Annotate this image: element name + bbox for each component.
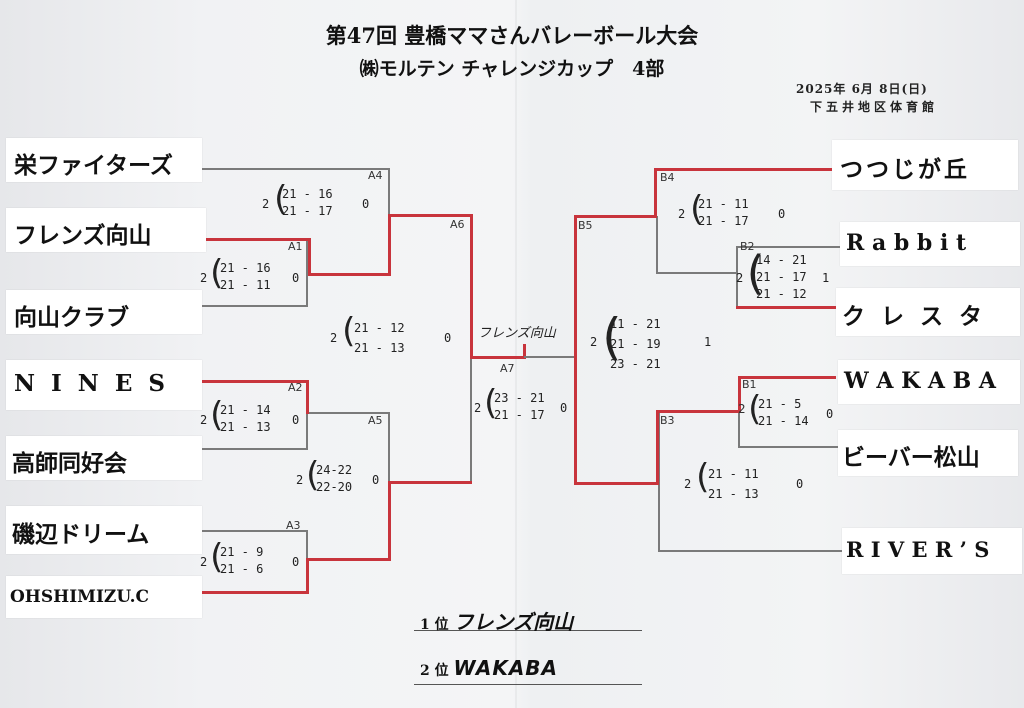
rank-underline [414, 630, 642, 631]
match-label-a3: A3 [286, 519, 301, 532]
bracket-line [658, 412, 660, 552]
bracket-line [656, 216, 658, 274]
winner-path [738, 376, 741, 413]
winner-path [390, 481, 472, 484]
winner-path [736, 306, 836, 309]
team-label: 磯辺ドリーム [6, 506, 202, 554]
rank-underline [414, 684, 642, 685]
winner-path [656, 168, 832, 171]
team-label: フレンズ向山 [6, 208, 206, 252]
final-winner-label: フレンズ向山 [478, 326, 556, 341]
bracket-line [736, 246, 738, 306]
winner-path [308, 238, 311, 276]
bracket-line [736, 246, 840, 248]
match-label-b1: B1 [742, 378, 757, 391]
bracket-line [658, 550, 842, 552]
bracket-line [308, 412, 390, 414]
winner-path [202, 380, 308, 383]
winner-path [388, 481, 391, 561]
bracket-line [738, 392, 740, 448]
match-label-a4: A4 [368, 169, 383, 182]
winner-path [574, 482, 658, 485]
winner-path [306, 558, 309, 594]
winner-path [523, 344, 526, 358]
winner-path [738, 376, 836, 379]
team-label: 高師同好会 [6, 436, 202, 480]
bracket-line [524, 356, 576, 358]
winner-path [470, 356, 526, 359]
match-label-b4: B4 [660, 171, 675, 184]
winner-path [574, 215, 577, 485]
tournament-subtitle: ㈱モルテン チャレンジカップ 4部 [359, 58, 665, 80]
winner-path [202, 591, 308, 594]
event-date: 2025年 6月 8日(日) [796, 82, 928, 96]
bracket-line [202, 305, 308, 307]
tournament-title: 第47回 豊橋ママさんバレーボール大会 [325, 23, 699, 48]
team-label: つつじが丘 [832, 140, 1018, 190]
team-label: 向山クラブ [6, 290, 202, 334]
score-b1-win: 2 [738, 402, 746, 416]
bracket-line [388, 412, 390, 484]
bracket-line [656, 272, 738, 274]
bracket-line [388, 168, 390, 218]
team-label: W A K A B A [838, 360, 1020, 404]
bracket-line [202, 168, 390, 170]
match-label-a6: A6 [450, 218, 465, 231]
team-label: R I V E R ’ S [842, 528, 1022, 574]
match-label-b5: B5 [578, 219, 593, 232]
winner-path [206, 238, 310, 241]
team-label: ビーバー松山 [838, 430, 1018, 476]
bracket-line [306, 530, 308, 562]
winner-path [656, 410, 740, 413]
bracket-line [306, 240, 308, 306]
match-label-a1: A1 [288, 240, 303, 253]
bracket-line [470, 356, 472, 484]
winner-path [576, 215, 656, 218]
winner-path [388, 214, 472, 217]
bracket-line [202, 530, 308, 532]
bracket-line [738, 446, 838, 448]
event-venue: 下五井地区体育館 [810, 100, 939, 114]
winner-path [306, 380, 309, 414]
winner-path [388, 214, 391, 276]
second-place: 2 位 WAKABA [420, 656, 559, 680]
winner-path [470, 214, 473, 358]
bracket-line [306, 392, 308, 450]
team-label: 栄ファイターズ [6, 138, 202, 182]
bracket-line [202, 448, 308, 450]
team-label: N I N E S [6, 360, 202, 410]
match-label-b3: B3 [660, 414, 675, 427]
match-label-b2: B2 [740, 240, 755, 253]
match-label-a2: A2 [288, 381, 303, 394]
match-label-a7: A7 [500, 362, 515, 375]
team-label: R a b b i t [840, 222, 1020, 266]
match-label-a5: A5 [368, 414, 383, 427]
winner-path [308, 558, 390, 561]
first-place: 1 位 フレンズ向山 [420, 610, 574, 634]
team-label: ク レ ス タ [836, 288, 1020, 336]
winner-path [654, 168, 657, 218]
paper-fold [515, 0, 517, 708]
winner-path [656, 410, 659, 485]
team-label: OHSHIMIZU.C [6, 576, 202, 618]
winner-path [308, 273, 390, 276]
